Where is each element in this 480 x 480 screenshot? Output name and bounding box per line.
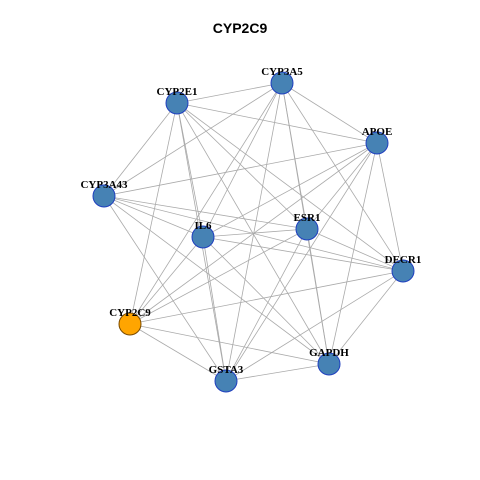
edge-cyp3a43-gapdh — [103, 195, 330, 365]
edge-cyp3a5-decr1 — [281, 82, 404, 272]
node-cyp3a43[interactable] — [92, 184, 116, 208]
edge-esr1-il6 — [202, 228, 308, 238]
edge-il6-cyp2c9 — [129, 236, 204, 325]
edge-cyp3a43-il6 — [103, 195, 204, 238]
edge-apoe-il6 — [202, 142, 378, 238]
edge-il6-decr1 — [202, 236, 404, 272]
node-cyp2c9[interactable] — [118, 312, 142, 336]
node-label-cyp2e1: CYP2E1 — [157, 86, 198, 98]
edge-decr1-gapdh — [328, 270, 404, 365]
edge-cyp2c9-gapdh — [129, 323, 330, 365]
edge-il6-gsta3 — [202, 236, 227, 382]
diagram-title: CYP2C9 — [212, 20, 268, 36]
node-apoe[interactable] — [365, 131, 389, 155]
node-gsta3[interactable] — [214, 369, 238, 393]
edge-cyp2e1-apoe — [176, 102, 378, 144]
edge-cyp2e1-cyp3a43 — [103, 102, 178, 197]
edge-cyp3a5-cyp3a43 — [103, 82, 283, 197]
node-label-cyp3a5: CYP3A5 — [261, 66, 303, 78]
edge-esr1-gsta3 — [225, 228, 308, 382]
node-esr1[interactable] — [295, 217, 319, 241]
edge-cyp3a43-gsta3 — [103, 195, 227, 382]
edge-il6-gapdh — [202, 236, 330, 365]
node-label-apoe: APOE — [362, 126, 393, 138]
edge-cyp2e1-esr1 — [176, 102, 308, 230]
edge-cyp3a5-il6 — [202, 82, 283, 238]
edge-cyp3a43-esr1 — [103, 195, 308, 230]
node-il6[interactable] — [191, 225, 215, 249]
node-label-il6: IL6 — [194, 220, 212, 232]
edge-apoe-gsta3 — [225, 142, 378, 382]
edge-cyp2e1-decr1 — [176, 102, 404, 272]
edge-cyp3a5-gsta3 — [225, 82, 283, 382]
node-gapdh[interactable] — [317, 352, 341, 376]
edge-esr1-gapdh — [306, 228, 330, 365]
node-label-gapdh: GAPDH — [309, 347, 349, 359]
edge-gsta3-gapdh — [225, 363, 330, 382]
node-label-esr1: ESR1 — [294, 212, 321, 224]
edge-cyp2e1-cyp3a5 — [176, 82, 283, 104]
edge-cyp2e1-cyp2c9 — [129, 102, 178, 325]
node-label-decr1: DECR1 — [385, 254, 422, 266]
edge-apoe-cyp3a43 — [103, 142, 378, 197]
edge-cyp3a5-cyp2c9 — [129, 82, 283, 325]
edge-apoe-esr1 — [306, 142, 378, 230]
edge-apoe-gapdh — [328, 142, 378, 365]
edge-esr1-decr1 — [306, 228, 404, 272]
edge-cyp3a5-apoe — [281, 82, 378, 144]
edge-layer — [103, 82, 404, 382]
node-label-cyp3a43: CYP3A43 — [80, 179, 128, 191]
edge-decr1-gsta3 — [225, 270, 404, 382]
node-decr1[interactable] — [391, 259, 415, 283]
node-cyp3a5[interactable] — [270, 71, 294, 95]
edge-decr1-cyp2c9 — [129, 270, 404, 325]
node-label-gsta3: GSTA3 — [209, 364, 244, 376]
node-label-cyp2c9: CYP2C9 — [109, 307, 151, 319]
edge-cyp2c9-gsta3 — [129, 323, 227, 382]
node-cyp2e1[interactable] — [165, 91, 189, 115]
edge-esr1-cyp2c9 — [129, 228, 308, 325]
edge-apoe-decr1 — [376, 142, 404, 272]
node-layer — [92, 71, 415, 393]
